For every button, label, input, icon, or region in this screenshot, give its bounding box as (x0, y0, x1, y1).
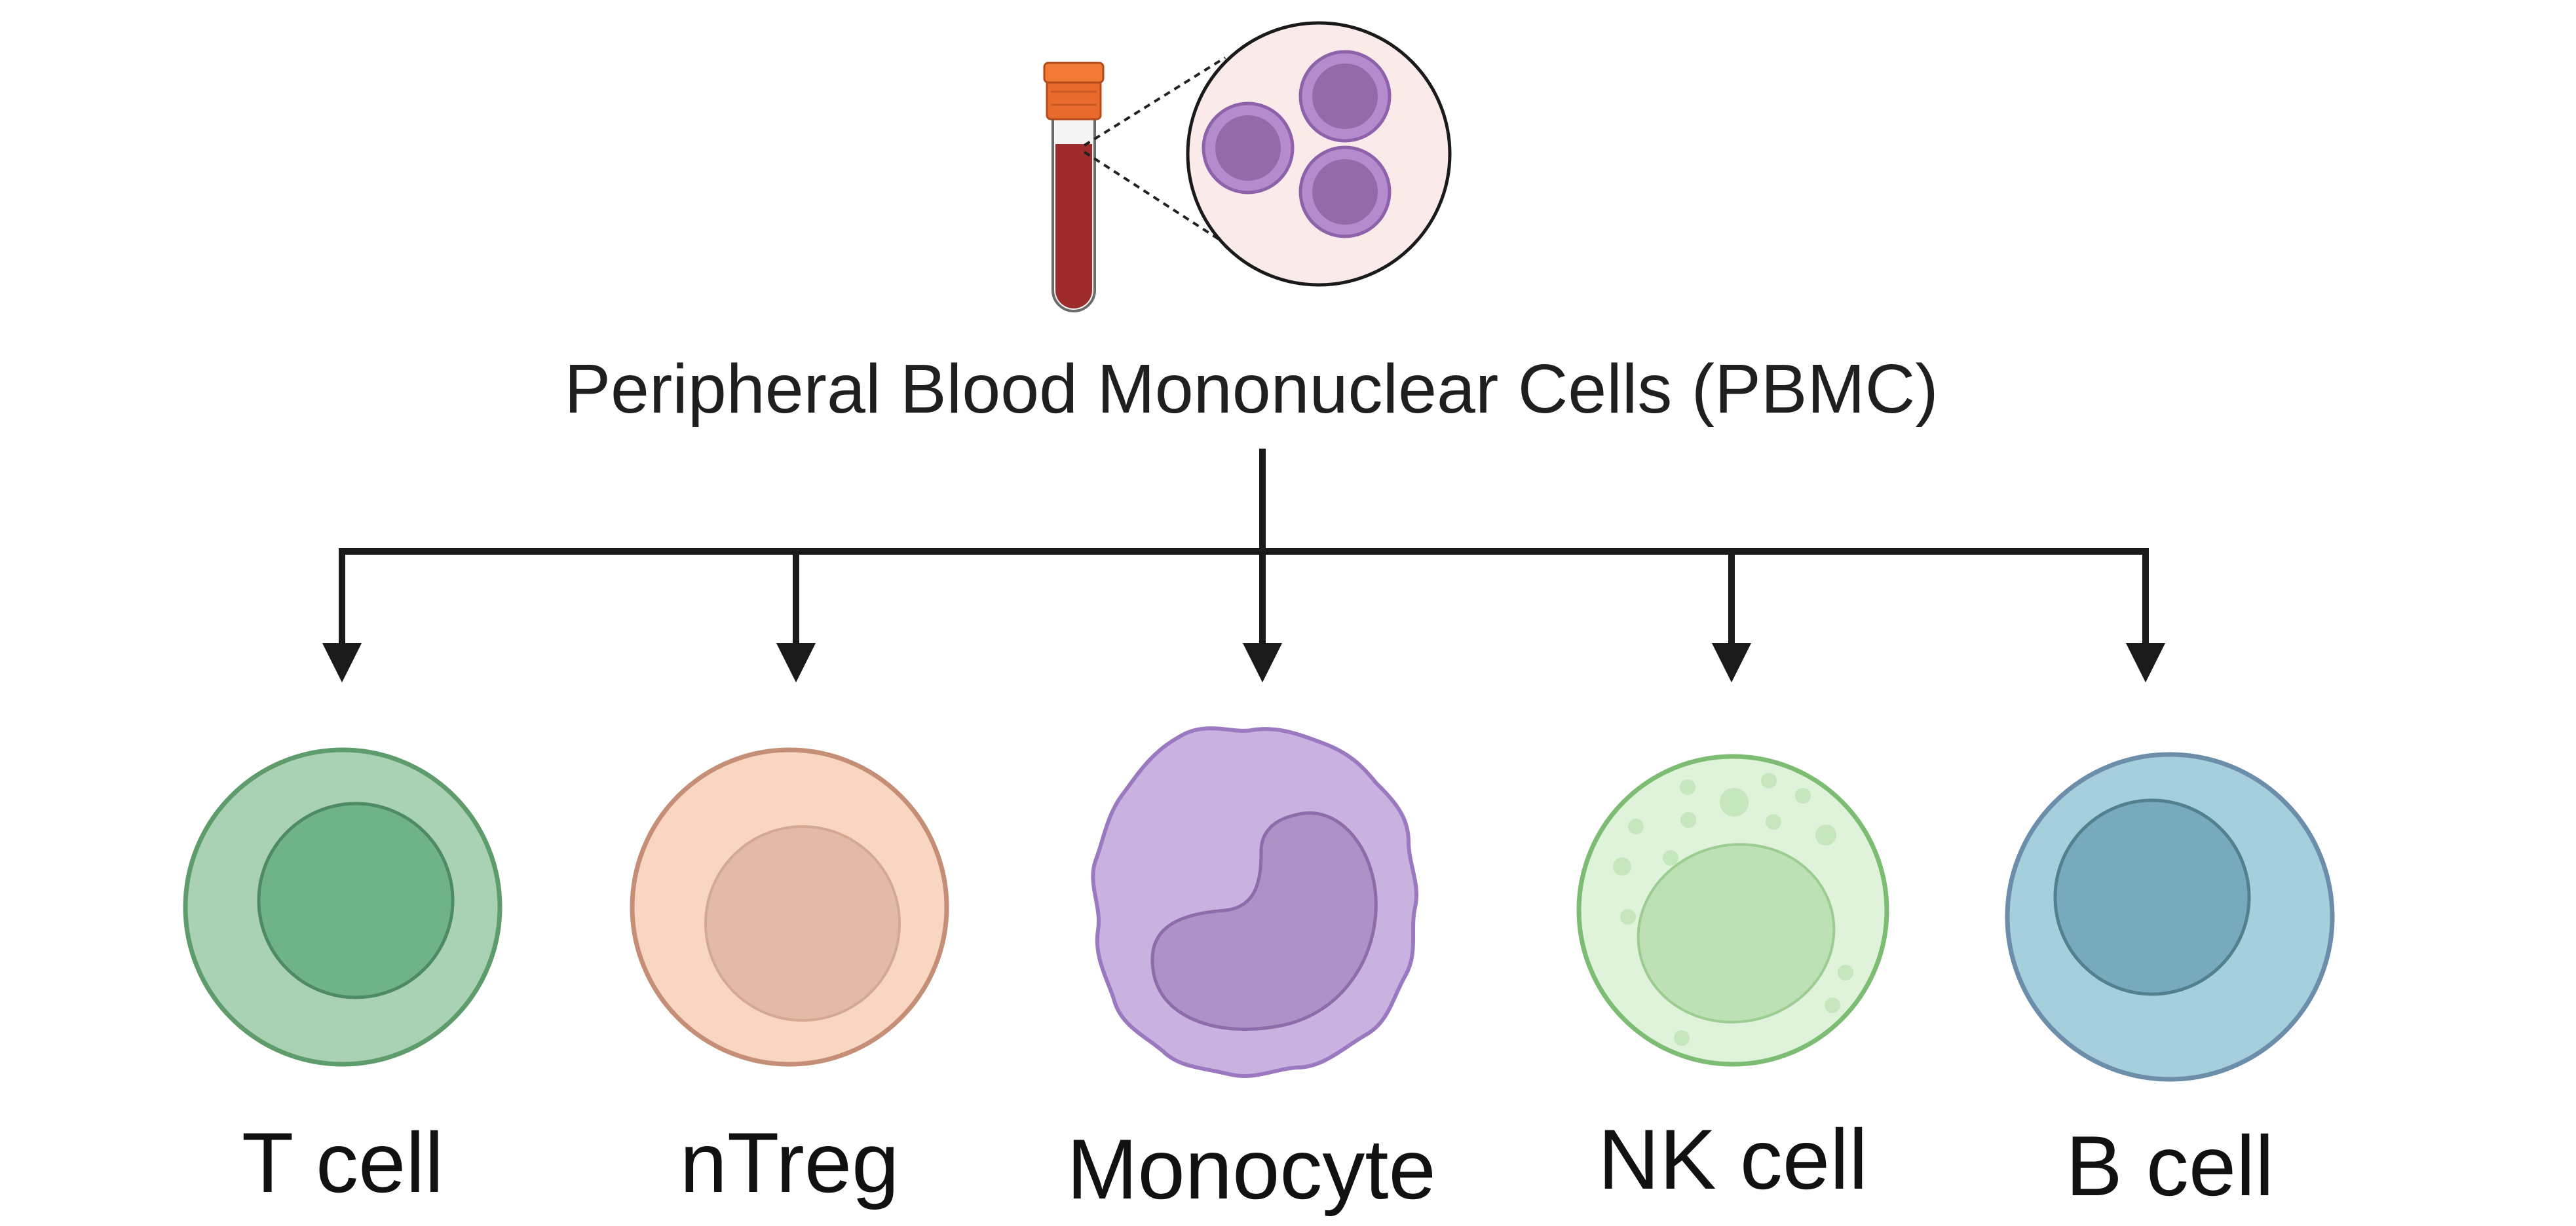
pbmc-cell-icon (1202, 102, 1295, 195)
ntreg-cell-icon (630, 747, 949, 1067)
pbmc-cell-icon (1298, 50, 1392, 143)
branch-connector (339, 449, 2149, 655)
magnifier-circle (1186, 21, 1452, 287)
pbmc-cell-icon (1298, 145, 1392, 238)
blood-tube-icon (1043, 62, 1105, 312)
arrow-down-icon (776, 643, 816, 682)
t-cell-icon (183, 747, 502, 1067)
arrowheads (322, 643, 2165, 682)
monocyte-icon (1091, 726, 1419, 1078)
arrow-down-icon (2126, 643, 2165, 682)
b-cell-icon (2005, 752, 2335, 1082)
cell-label-nk-cell: NK cell (1598, 1111, 1868, 1207)
cell-label-monocyte: Monocyte (1067, 1121, 1436, 1217)
cell-label-b-cell: B cell (2066, 1118, 2274, 1214)
arrow-down-icon (1243, 643, 1282, 682)
cell-label-ntreg: nTreg (680, 1115, 900, 1210)
magnifier-lines (1083, 56, 1233, 249)
cell-label-t-cell: T cell (242, 1115, 444, 1210)
arrow-down-icon (322, 643, 362, 682)
arrow-down-icon (1712, 643, 1751, 682)
nk-cell-icon (1576, 754, 1889, 1067)
diagram-title: Peripheral Blood Mononuclear Cells (PBMC… (564, 350, 1938, 428)
